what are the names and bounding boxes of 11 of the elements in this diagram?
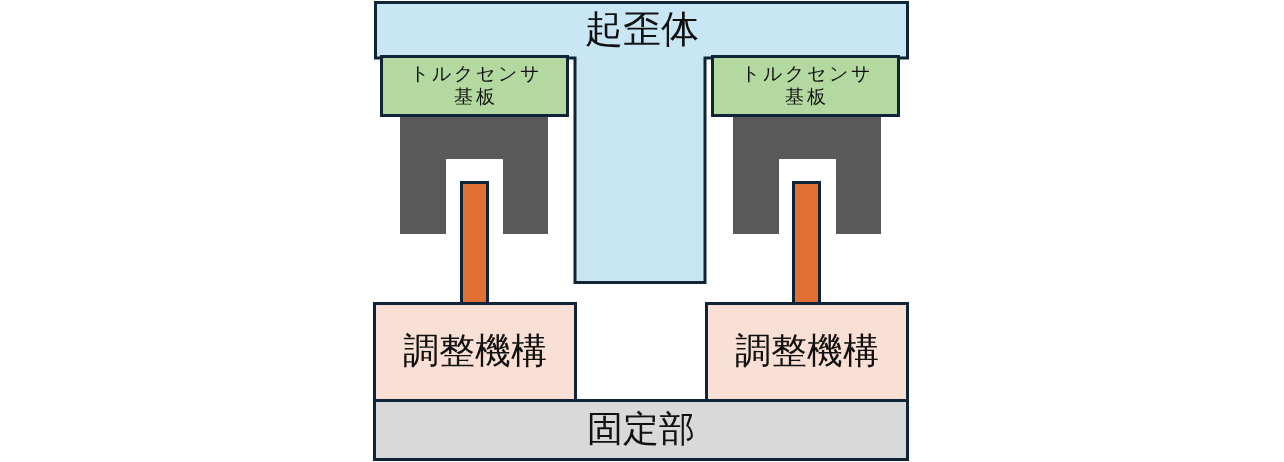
board-label: トルクセンサ基板	[740, 63, 874, 109]
sensor-board	[380, 55, 569, 117]
sensor-board	[711, 55, 900, 117]
mechanism-label: 調整機構	[735, 330, 879, 374]
board-label: トルクセンサ基板	[409, 63, 543, 109]
adjuster-block	[373, 302, 577, 402]
base-plate	[373, 399, 909, 461]
mechanism-label: 調整機構	[403, 330, 547, 374]
body-label: 起歪体	[584, 6, 699, 52]
base-label: 固定部	[587, 408, 695, 452]
adjuster-block	[705, 302, 909, 402]
